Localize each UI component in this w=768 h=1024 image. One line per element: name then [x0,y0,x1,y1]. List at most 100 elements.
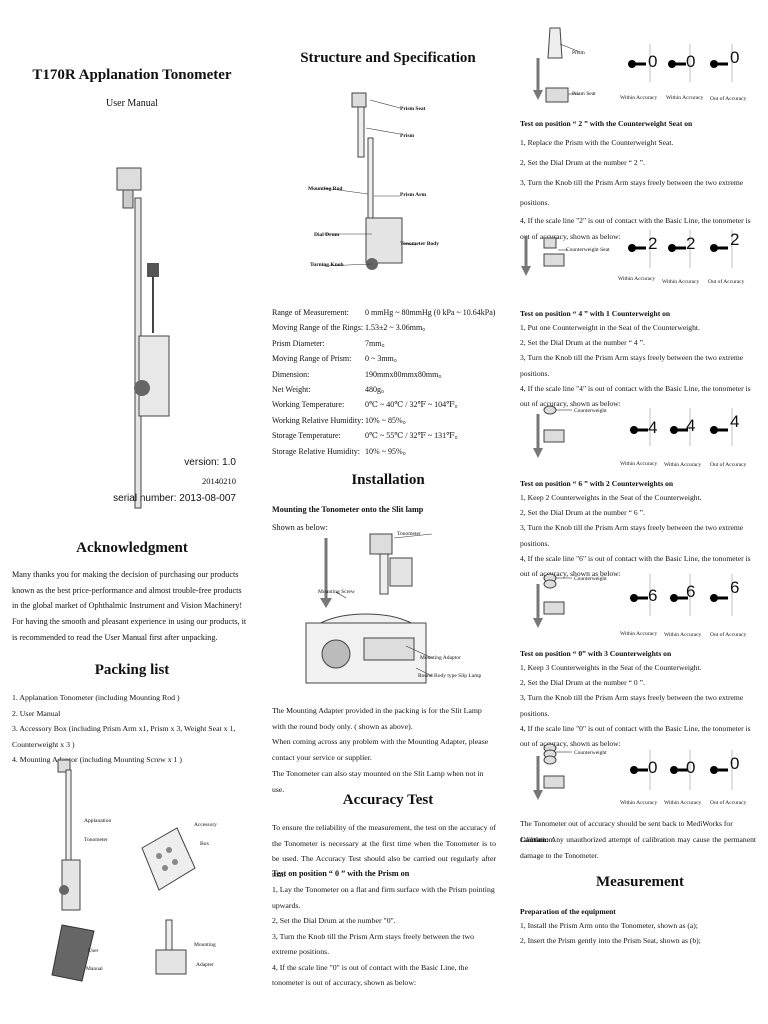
list-item: 2, Set the Dial Drum at the number "0". [272,916,396,925]
version-line: version: 1.0 [184,457,236,468]
digit: 2 [648,234,658,253]
list-item: 1, Replace the Prism with the Counterwei… [520,138,674,147]
mounting-adapter-image [155,919,187,975]
label-counterweight: Counterweight [574,576,607,582]
label-accessory: Accessory [194,822,217,828]
label-prism-arm: Prism Arm [400,192,427,198]
out-of-accuracy-label: Out of Accuracy [710,96,747,102]
label-applanation: Applanation [84,818,112,824]
label-dial-drum: Dial Drum [314,232,340,238]
pos6-heading: Test on position “ 6 ” with 2 Counterwei… [520,479,674,488]
within-accuracy-label: Within Accuracy [618,276,656,282]
caution-text: Any unauthorized attempt of calibration … [520,835,756,860]
label-manual: Manual [86,966,103,972]
install-text-2: When coming across any problem with the … [272,737,489,762]
within-accuracy-label: Within Accuracy [620,631,658,637]
digit: 2 [730,230,740,249]
list-item: 4, If the scale line "0" is out of conta… [272,962,469,988]
list-item: 2. User Manual [12,708,61,718]
accuracy-text: To ensure the reliability of the measure… [272,823,496,879]
packed-tonometer-image [57,759,81,911]
serial-line: serial number: 2013-08-007 [113,493,236,504]
list-item: 1, Put one Counterweight in the Seat of … [520,323,700,332]
list-item: 3. Accessory Box (including Prism Arm x1… [12,724,236,749]
digit: 0 [730,754,740,773]
spec-row: Moving Range of Prism:0 ~ 3mm。 [272,354,402,364]
within-accuracy-label: Within Accuracy [664,462,702,468]
digit: 0 [648,52,658,71]
spec-table: Range of Measurement:0 mmHg ~ 80mmHg (0 … [272,305,504,459]
label-mounting-screw: Mounting Screw [318,589,355,595]
within-accuracy-label: Within Accuracy [666,95,704,101]
spec-row: Working Temperature:0℃ ~ 40℃ / 32℉ ~ 104… [272,400,463,410]
label-prism-seat: Prism Seat [572,91,596,97]
digit: 4 [686,416,696,435]
list-item: 3, Turn the Knob till the Prism Arm stay… [272,931,475,957]
list-item: 3, Turn the Knob till the Prism Arm stay… [520,353,744,378]
within-accuracy-label: Within Accuracy [664,632,702,638]
within-accuracy-label: Within Accuracy [664,800,702,806]
pos2-heading: Test on position “ 2 ” with the Counterw… [520,119,693,128]
list-item: 1. Applanation Tonometer (including Moun… [12,693,180,702]
digit: 4 [648,418,658,437]
label-counterweight: Counterweight [574,750,607,756]
install-shown-as: Shown as below: [272,523,328,532]
acknowledgment-text-2: For having the smooth and pleasant exper… [12,617,247,642]
digit: 0 [686,52,696,71]
list-item: 4, If the scale line "2" is out of conta… [520,216,751,241]
digit: 6 [686,582,696,601]
label-tonometer: Tonometer [84,837,108,843]
prep-heading: Preparation of the equipment [520,907,616,916]
scale-figure-0b: Counterweight 0 0 0 Within Accuracy With… [520,742,760,812]
list-item: 2, Set the Dial Drum at the number “ 2 ”… [520,158,645,167]
list-item: 3, Turn the Knob till the Prism Arm stay… [520,178,744,207]
pos0b-steps: 1, Keep 3 Counterweights in the Seat of … [520,660,756,751]
scale-figure-6: Counterweight 6 6 6 Within Accuracy With… [520,570,760,640]
list-item: 2, Set the Dial Drum at the number “ 4 ”… [520,338,645,348]
caution-note: Caution: Any unauthorized attempt of cal… [520,832,756,863]
spec-row: Storage Relative Humidity:10% ~ 95%。 [272,446,411,456]
list-item: 1, Lay the Tonometer on a flat and firm … [272,885,495,910]
installation-heading: Installation [351,472,425,488]
manual-subtitle: User Manual [106,98,158,109]
digit: 2 [686,234,696,253]
out-of-accuracy-label: Out of Accuracy [710,462,747,468]
spec-row: Dimension:190mmx80mmx80mm。 [272,369,447,379]
prism-figure [533,27,581,103]
pos0b-heading: Test on position “ 0” with 3 Counterweig… [520,649,672,658]
spec-row: Working Relative Humidity:10% ~ 85%。 [272,415,411,425]
spec-row: Prism Diameter:7mm。 [272,338,390,348]
structure-diagram [323,92,417,270]
middle-column: Structure and Specification Prism Seat P… [272,0,504,1024]
list-item: 4, If the scale line "0" is out of conta… [520,723,751,749]
scale-figure-4: Counterweight 4 4 4 Within Accuracy With… [520,400,760,470]
spec-row: Range of Measurement:0 mmHg ~ 80mmHg (0 … [272,308,496,317]
accessory-box-image [141,827,196,891]
within-accuracy-label: Within Accuracy [620,800,658,806]
label-prism: Prism [400,133,415,139]
label-prism: Prism [572,50,585,56]
label-counterweight: Counterweight [574,408,607,414]
slit-lamp-mount-diagram [305,533,433,684]
prep-steps: 1, Install the Prism Arm onto the Tonome… [520,918,756,948]
date-line: 20140210 [202,476,236,486]
digit: 0 [730,48,740,67]
label-install-tonometer: Tonometer [397,531,421,537]
install-text-3: The Tonometer can also stay mounted on t… [272,769,484,794]
tonometer-illustration [116,167,170,509]
label-counterweight-seat: Counterweight Seat [566,247,610,253]
acknowledgment-text-1: Many thanks you for making the decision … [12,570,243,610]
digit: 6 [730,578,740,597]
pos0-steps: 1, Lay the Tonometer on a flat and firm … [272,882,496,991]
label-mounting-rod: Mounting Rod [308,186,343,192]
label-mounting-adaptor: Mounting Adaptor [420,655,461,661]
label-round-body: Round Body type Slip Lamp [418,673,482,679]
install-subheading: Mounting the Tonometer onto the Slit lam… [272,505,424,514]
label-tonometer-body: Tonometer Body [400,241,439,247]
scale-figure-0: 0 0 0 Within Accuracy Within Accuracy Ou… [620,44,760,104]
label-mounting: Mounting [194,942,216,948]
list-item: 4, If the scale line "4" is out of conta… [520,383,751,409]
packing-list: 1. Applanation Tonometer (including Moun… [12,690,252,768]
list-item: 2, Set the Dial Drum at the number “ 0 ”… [520,678,645,688]
list-item: 3, Turn the Knob till the Prism Arm stay… [520,523,744,548]
